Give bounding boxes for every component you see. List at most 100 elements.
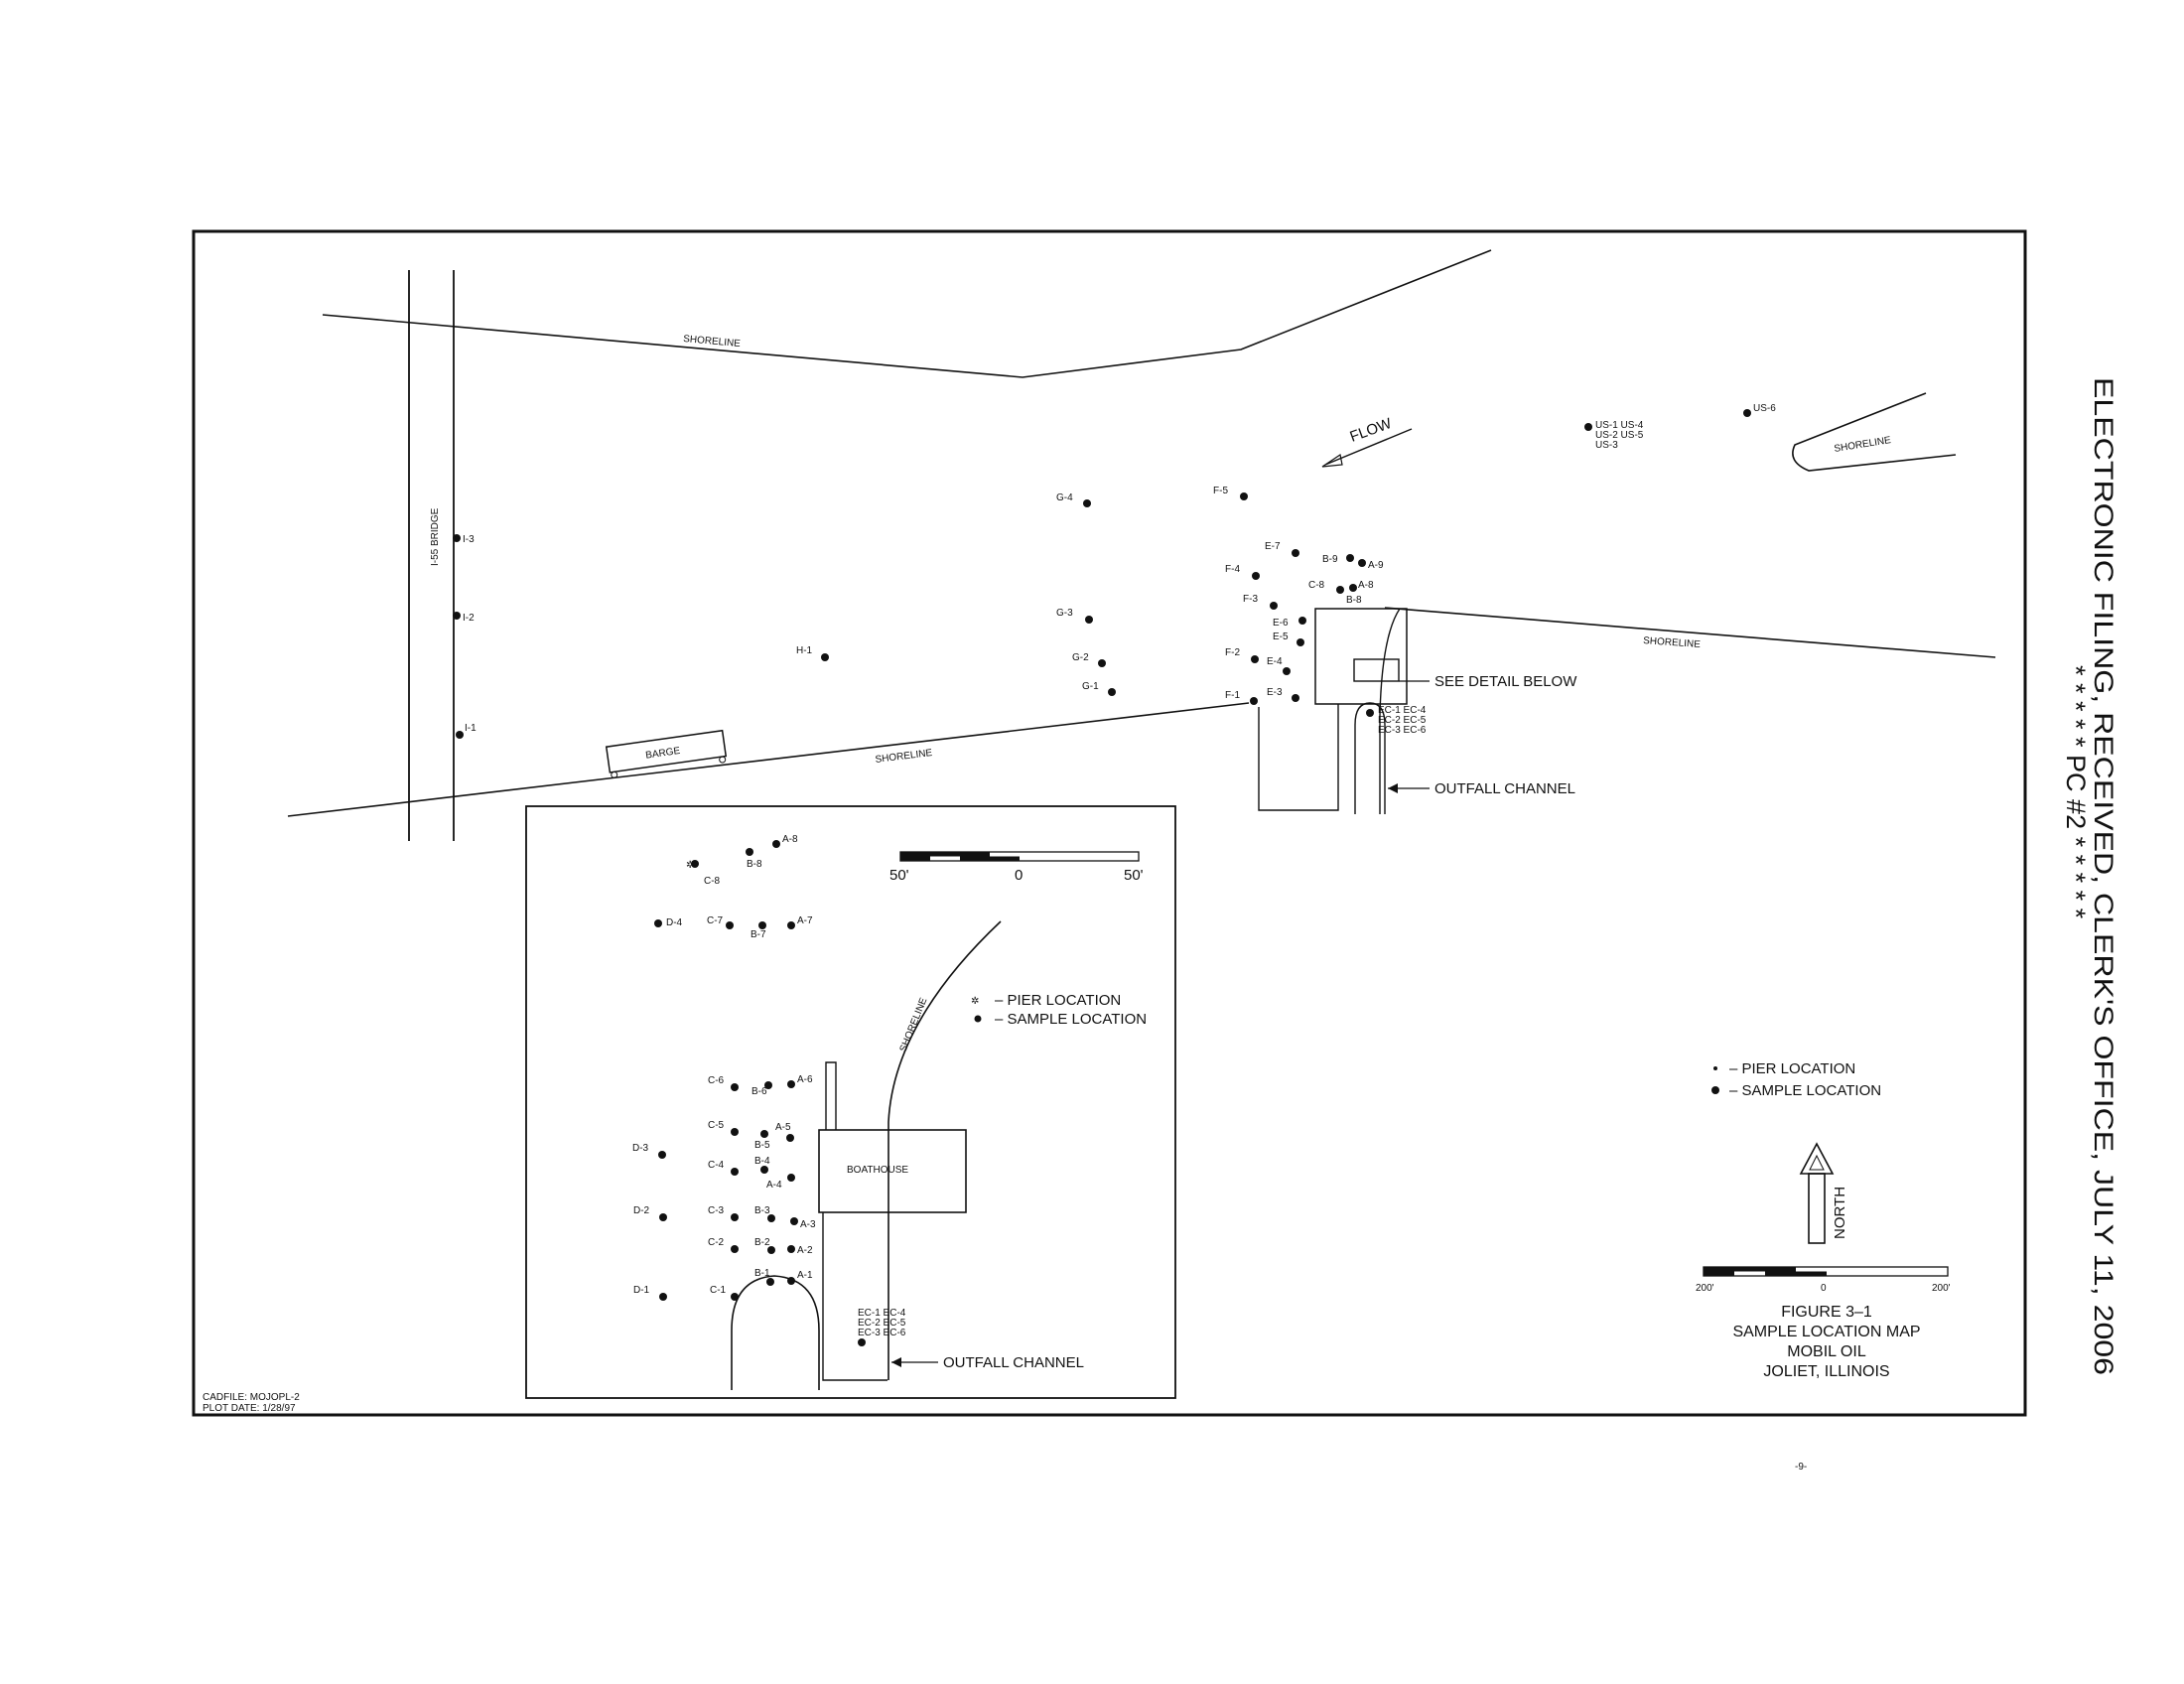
svg-text:C-6: C-6 [708, 1075, 725, 1086]
svg-text:SAMPLE LOCATION MAP: SAMPLE LOCATION MAP [1732, 1324, 1920, 1340]
bridge-label: I-55 BRIDGE [430, 507, 441, 566]
svg-text:B-1: B-1 [754, 1268, 770, 1279]
svg-text:F-1: F-1 [1225, 690, 1240, 701]
svg-text:200': 200' [1696, 1283, 1714, 1294]
inset-boat-channel [822, 1212, 887, 1381]
sample-dot [659, 1213, 667, 1221]
sample-dot [731, 1213, 739, 1221]
sample-dot [658, 1151, 666, 1159]
sample-dot [787, 921, 795, 929]
boathouse [818, 1129, 967, 1213]
svg-text:D-2: D-2 [633, 1205, 650, 1216]
svg-text:MOBIL OIL: MOBIL OIL [1787, 1343, 1866, 1360]
sample-dot [767, 1246, 775, 1254]
svg-text:G-3: G-3 [1056, 608, 1073, 619]
main-scale-bar: 200' 0 200' [1696, 1266, 1951, 1294]
svg-text:C-5: C-5 [708, 1120, 725, 1131]
svg-text:B-3: B-3 [754, 1205, 770, 1216]
east-shoreline [1384, 607, 1996, 658]
svg-text:A-8: A-8 [782, 834, 798, 845]
sample-dot [731, 1168, 739, 1176]
svg-text:F-5: F-5 [1213, 486, 1228, 496]
sample-dot [787, 1174, 795, 1182]
inset-scale-bar: 50' 0 50' [889, 851, 1144, 884]
sample-dot [1240, 492, 1248, 500]
svg-text:A-8: A-8 [1358, 580, 1374, 591]
sample-dot [1108, 688, 1116, 696]
sample-dot [786, 1134, 794, 1142]
svg-text:0: 0 [1015, 867, 1023, 884]
sample-dot [858, 1338, 866, 1346]
svg-text:B-8: B-8 [747, 859, 762, 870]
svg-text:I-2: I-2 [463, 613, 475, 624]
svg-text:US-6: US-6 [1753, 403, 1776, 414]
north-shoreline [322, 249, 1492, 378]
inset-channel-top [825, 1061, 837, 1130]
svg-text:EC-1 EC-4: EC-1 EC-4 [1378, 705, 1427, 716]
sample-dot [731, 1083, 739, 1091]
electronic-filing-stamp: ELECTRONIC FILING, RECEIVED, CLERK'S OFF… [2055, 377, 2124, 1390]
svg-text:B-8: B-8 [1346, 595, 1362, 606]
title-block: FIGURE 3–1 SAMPLE LOCATION MAP MOBIL OIL… [1732, 1304, 1920, 1380]
svg-text:D-3: D-3 [632, 1143, 649, 1154]
sample-dot [1584, 423, 1592, 431]
map-frame [192, 229, 2027, 1417]
svg-text:50': 50' [1124, 867, 1144, 884]
sample-dot [787, 1080, 795, 1088]
svg-text:A-1: A-1 [797, 1270, 813, 1281]
shoreline-label-east: SHORELINE [1643, 635, 1702, 650]
inset-sample-points: ✲ C-8 B-8 A-8 D-4 C-7 B-7 A-7 C-6 B-6 A-… [632, 834, 906, 1346]
sample-dot [453, 612, 461, 620]
svg-text:200': 200' [1932, 1283, 1951, 1294]
sample-dot [731, 1293, 739, 1301]
sample-dot [731, 1245, 739, 1253]
sample-dot [1298, 617, 1306, 625]
svg-text:A-3: A-3 [800, 1219, 816, 1230]
shoreline-label-island: SHORELINE [1834, 435, 1892, 455]
svg-text:E-4: E-4 [1267, 656, 1283, 667]
sample-dot [1098, 659, 1106, 667]
sample-dot [1292, 549, 1299, 557]
sample-dot [654, 919, 662, 927]
svg-text:C-8: C-8 [704, 876, 721, 887]
see-detail-label: SEE DETAIL BELOW [1434, 673, 1577, 690]
svg-text:E-6: E-6 [1273, 618, 1289, 629]
sample-dot [766, 1278, 774, 1286]
svg-text:E-5: E-5 [1273, 632, 1289, 642]
inset-shoreline-label: SHORELINE [898, 996, 930, 1053]
svg-text:EC-1 EC-4: EC-1 EC-4 [858, 1308, 906, 1319]
sample-dot [1743, 409, 1751, 417]
sample-dot [1283, 667, 1291, 675]
svg-text:FIGURE 3–1: FIGURE 3–1 [1781, 1304, 1872, 1321]
sample-dot [787, 1277, 795, 1285]
main-sample-points: I-3 I-2 I-1 H-1 G-4 G-3 G-2 G-1 F-5 F-4 … [453, 403, 1776, 739]
pier-symbol: ✲ [971, 996, 979, 1007]
svg-text:B-9: B-9 [1322, 554, 1338, 565]
svg-text:US-3: US-3 [1595, 440, 1618, 451]
svg-text:C-2: C-2 [708, 1237, 725, 1248]
sample-dot [1292, 694, 1299, 702]
svg-text:– SAMPLE LOCATION: – SAMPLE LOCATION [995, 1011, 1147, 1028]
stamp-line-1: ELECTRONIC FILING, RECEIVED, CLERK'S OFF… [2089, 377, 2118, 1375]
svg-text:BARGE: BARGE [645, 746, 682, 762]
inset-shoreline [887, 920, 1002, 1380]
svg-text:C-8: C-8 [1308, 580, 1325, 591]
svg-text:US-1 US-4: US-1 US-4 [1595, 420, 1644, 431]
svg-text:H-1: H-1 [796, 645, 813, 656]
inset-legend: ✲ – PIER LOCATION – SAMPLE LOCATION [971, 992, 1147, 1028]
sample-dot [1250, 697, 1258, 705]
svg-text:C-4: C-4 [708, 1160, 725, 1171]
svg-text:C-7: C-7 [707, 915, 724, 926]
svg-text:G-4: G-4 [1056, 492, 1073, 503]
sample-dot [772, 840, 780, 848]
svg-text:I-3: I-3 [463, 534, 475, 545]
svg-text:A-2: A-2 [797, 1245, 813, 1256]
svg-text:– PIER LOCATION: – PIER LOCATION [1729, 1060, 1855, 1077]
island-shoreline [1792, 392, 1957, 472]
svg-text:FLOW: FLOW [1348, 415, 1395, 446]
sample-dot [1083, 499, 1091, 507]
svg-text:NORTH: NORTH [1832, 1187, 1848, 1239]
svg-text:B-2: B-2 [754, 1237, 770, 1248]
svg-text:F-3: F-3 [1243, 594, 1258, 605]
